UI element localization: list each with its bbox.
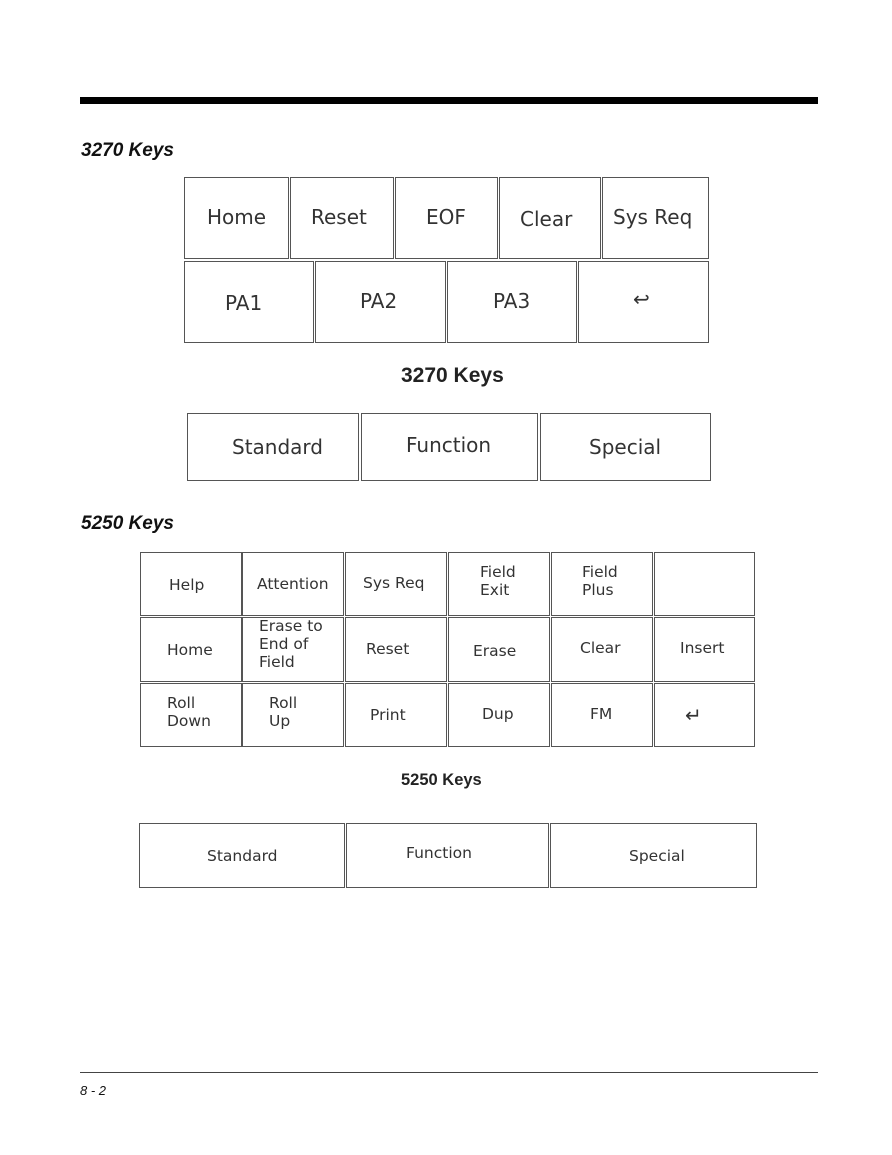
tab-standard[interactable]: Standard xyxy=(139,823,345,888)
key-pa1[interactable]: PA1 xyxy=(184,261,314,343)
key-label: Help xyxy=(169,576,205,594)
tab-standard[interactable]: Standard xyxy=(187,413,359,481)
key-enter[interactable]: ↩ xyxy=(578,261,709,343)
tab-special[interactable]: Special xyxy=(540,413,711,481)
key-label: Reset xyxy=(366,640,410,658)
heading-3270-keys: 3270 Keys xyxy=(81,140,174,161)
key-label: Dup xyxy=(482,705,514,723)
key-label: Home xyxy=(167,641,213,659)
caption-5250-keys: 5250 Keys xyxy=(401,771,482,789)
key-home[interactable]: Home xyxy=(140,617,242,682)
tab-label: Function xyxy=(406,433,492,457)
key-label: EOF xyxy=(426,205,466,229)
tab-label: Special xyxy=(589,435,662,459)
key-clear[interactable]: Clear xyxy=(551,617,653,682)
key-home[interactable]: Home xyxy=(184,177,289,259)
tab-label: Function xyxy=(406,844,472,862)
key-erase[interactable]: Erase xyxy=(448,617,550,682)
key-fm[interactable]: FM xyxy=(551,683,653,747)
caption-3270-keys: 3270 Keys xyxy=(401,364,504,387)
key-label: PA1 xyxy=(225,291,263,315)
key-enter[interactable]: ↵ xyxy=(654,683,755,747)
key-label: Erase to End of Field xyxy=(259,617,323,671)
footer-rule xyxy=(80,1072,818,1073)
key-label: Roll Up xyxy=(269,694,298,730)
enter-arrow-icon: ↩ xyxy=(633,287,650,311)
key-dup[interactable]: Dup xyxy=(448,683,550,747)
key-blank[interactable] xyxy=(654,552,755,616)
key-pa3[interactable]: PA3 xyxy=(447,261,577,343)
key-label: PA3 xyxy=(493,289,531,313)
key-label: Clear xyxy=(580,639,621,657)
key-label: Field Plus xyxy=(582,563,618,599)
key-label: Insert xyxy=(680,639,725,657)
key-print[interactable]: Print xyxy=(345,683,447,747)
key-label: Reset xyxy=(311,205,367,229)
key-erase-to-end-of-field[interactable]: Erase to End of Field xyxy=(242,617,344,682)
key-label: Sys Req xyxy=(613,205,693,229)
key-sys-req[interactable]: Sys Req xyxy=(602,177,709,259)
key-insert[interactable]: Insert xyxy=(654,617,755,682)
key-field-exit[interactable]: Field Exit xyxy=(448,552,550,616)
key-reset[interactable]: Reset xyxy=(290,177,394,259)
tab-label: Standard xyxy=(232,435,323,459)
key-clear[interactable]: Clear xyxy=(499,177,601,259)
key-label: Sys Req xyxy=(363,574,425,592)
tab-special[interactable]: Special xyxy=(550,823,757,888)
key-label: Clear xyxy=(520,207,573,231)
key-label: FM xyxy=(590,705,613,723)
tab-function[interactable]: Function xyxy=(346,823,549,888)
page-number: 8 - 2 xyxy=(80,1083,107,1098)
key-help[interactable]: Help xyxy=(140,552,242,616)
heading-5250-keys: 5250 Keys xyxy=(81,513,174,534)
key-pa2[interactable]: PA2 xyxy=(315,261,446,343)
tab-label: Special xyxy=(629,847,685,865)
header-rule xyxy=(80,97,818,104)
key-label: Erase xyxy=(473,642,517,660)
key-sys-req[interactable]: Sys Req xyxy=(345,552,447,616)
key-eof[interactable]: EOF xyxy=(395,177,498,259)
enter-arrow-icon: ↵ xyxy=(685,703,702,727)
key-label: Home xyxy=(207,205,267,229)
key-roll-up[interactable]: Roll Up xyxy=(242,683,344,747)
key-reset[interactable]: Reset xyxy=(345,617,447,682)
key-label: Print xyxy=(370,706,406,724)
key-roll-down[interactable]: Roll Down xyxy=(140,683,242,747)
key-field-plus[interactable]: Field Plus xyxy=(551,552,653,616)
tab-function[interactable]: Function xyxy=(361,413,538,481)
key-attention[interactable]: Attention xyxy=(242,552,344,616)
key-label: Field Exit xyxy=(480,563,516,599)
key-label: PA2 xyxy=(360,289,398,313)
key-label: Attention xyxy=(257,575,329,593)
key-label: Roll Down xyxy=(167,694,211,730)
tab-label: Standard xyxy=(207,847,278,865)
